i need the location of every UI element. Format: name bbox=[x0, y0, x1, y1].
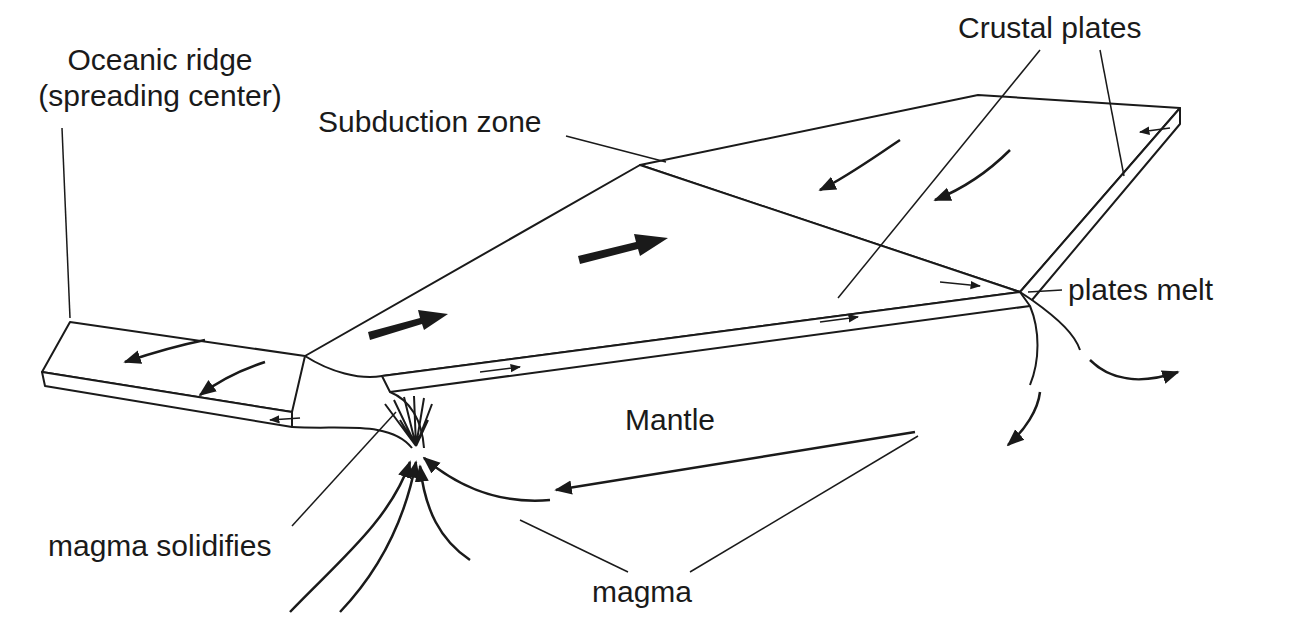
material-label: magma bbox=[592, 574, 692, 610]
right-plate-side bbox=[1020, 108, 1180, 300]
part-label: Oceanic ridge (spreading center) bbox=[0, 42, 320, 114]
leader-solidifies bbox=[292, 412, 396, 526]
ridge-left-curve bbox=[292, 427, 412, 448]
return-arrow-long bbox=[556, 432, 915, 490]
region-label: Mantle bbox=[625, 402, 715, 438]
edge-arrow-2 bbox=[820, 317, 858, 322]
left-plate-side bbox=[42, 372, 292, 427]
part-label: Crustal plates bbox=[958, 10, 1141, 46]
leader-crustal-2 bbox=[1100, 50, 1124, 176]
edge-arrow-1 bbox=[480, 367, 520, 372]
leader-crustal-1 bbox=[838, 50, 1040, 298]
leader-subduction bbox=[566, 136, 666, 162]
melt-arrow-right bbox=[1090, 360, 1178, 379]
plate-motion-arrow-2 bbox=[578, 234, 668, 264]
part-label: Subduction zone bbox=[318, 104, 542, 140]
rise-arrow-2 bbox=[340, 462, 416, 612]
main-plate-side bbox=[382, 292, 1030, 392]
subducting-slab bbox=[1030, 306, 1038, 385]
edge-arrow-3 bbox=[940, 282, 980, 286]
process-label: magma solidifies bbox=[48, 528, 271, 564]
process-label: plates melt bbox=[1068, 272, 1213, 308]
edge-arrow-5 bbox=[270, 418, 300, 420]
melt-arrow-down bbox=[1008, 392, 1040, 445]
leader-magma-2 bbox=[690, 436, 918, 572]
left-plate-arrow-1 bbox=[125, 340, 205, 362]
leader-ridge bbox=[62, 128, 70, 318]
leader-melt bbox=[1028, 290, 1062, 292]
left-plate-arrow-2 bbox=[200, 362, 265, 395]
subducting-slab-b bbox=[1032, 300, 1080, 350]
leader-magma-1 bbox=[520, 520, 628, 572]
rise-arrow-3 bbox=[420, 466, 470, 560]
right-plate-arrow-1 bbox=[820, 140, 900, 190]
return-arrow-curve bbox=[424, 458, 550, 501]
plate-motion-arrow-1 bbox=[368, 310, 448, 340]
right-plate-arrow-2 bbox=[935, 150, 1010, 200]
edge-arrow-4 bbox=[1140, 128, 1170, 132]
solidify-fan bbox=[385, 396, 432, 446]
